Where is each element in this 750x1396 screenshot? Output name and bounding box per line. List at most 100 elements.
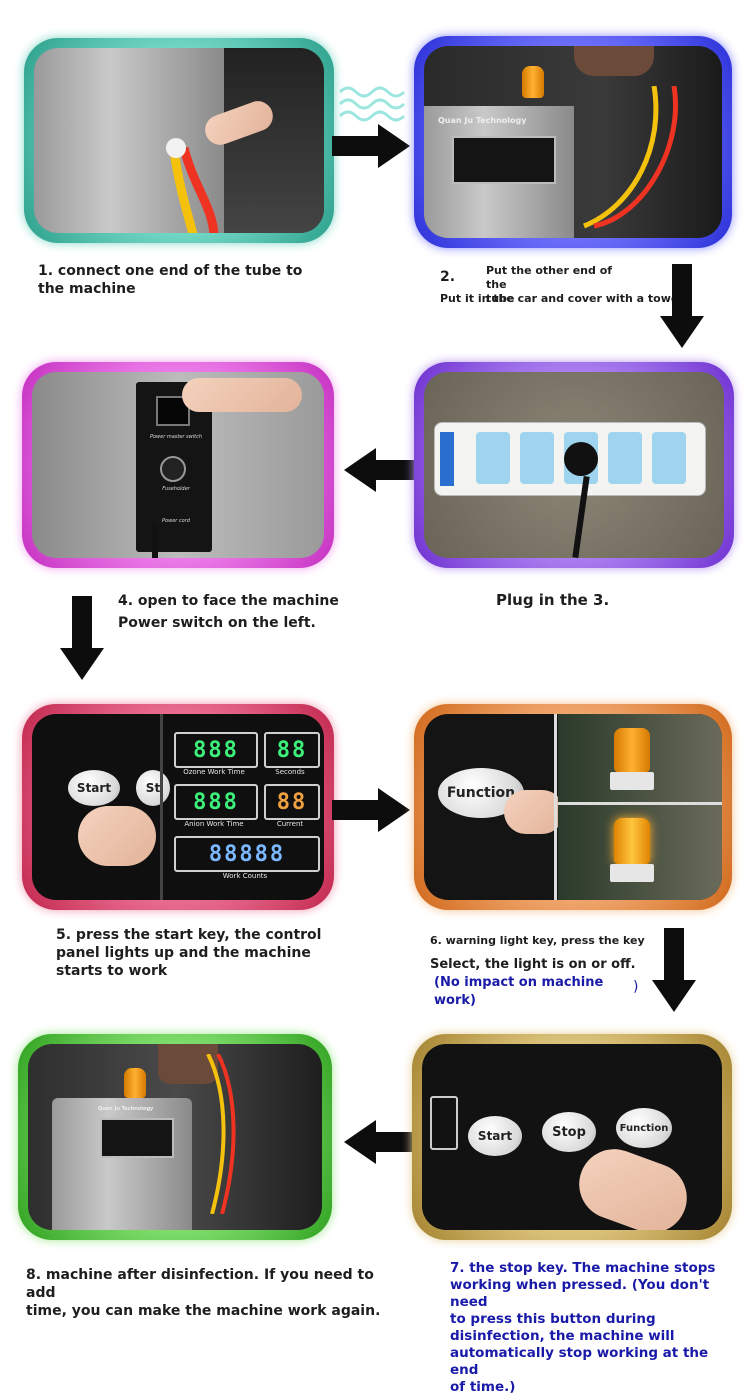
wave-icon xyxy=(338,86,406,122)
machine-side xyxy=(34,48,224,233)
step2-line2: tube xyxy=(486,292,515,305)
step7-line1: 7. the stop key. The machine stops xyxy=(450,1260,716,1276)
step7-line4: disinfection, the machine will xyxy=(450,1328,675,1344)
step8-caption: 8. machine after disinfection. If you ne… xyxy=(26,1266,406,1320)
step6-line1: 6. warning light key, press the key xyxy=(430,934,645,947)
label-power-switch: Power master switch xyxy=(149,434,203,440)
arrow-right-icon xyxy=(332,124,410,168)
tubes xyxy=(166,138,219,233)
lamp-base xyxy=(610,864,654,882)
step7-caption: 7. the stop key. The machine stops worki… xyxy=(450,1260,740,1396)
step6-line2: Select, the light is on or off. xyxy=(430,957,636,972)
step4-photo: Power master switch Fuseholder Power cor… xyxy=(32,372,324,558)
step6-line4: work) xyxy=(434,993,476,1008)
ozone-display: 888 xyxy=(174,732,258,768)
ozone-label: Ozone Work Time xyxy=(183,768,245,776)
step3-caption: Plug in the 3. xyxy=(496,591,610,609)
towel xyxy=(574,46,654,76)
finger xyxy=(78,806,156,866)
step4-line2: Power switch on the left. xyxy=(118,615,316,631)
step2-photo-frame: Quan Ju Technology xyxy=(414,36,732,248)
function-key: Function xyxy=(438,768,524,818)
arrow-down-icon xyxy=(652,928,696,1012)
warning-lamp xyxy=(614,818,650,864)
step2-number: 2. xyxy=(440,269,456,285)
step5-caption: 5. press the start key, the control pane… xyxy=(56,926,336,980)
step8-photo: Quan Ju Technology xyxy=(28,1044,322,1230)
step6-line3: (No impact on machine xyxy=(434,975,604,990)
step7-line2: working when pressed. (You don't need xyxy=(450,1277,710,1310)
step6-note: (No impact on machine work) xyxy=(434,974,634,1010)
control-panel xyxy=(452,136,556,184)
step3-photo-frame xyxy=(414,362,734,568)
socket xyxy=(476,432,510,484)
lamp-base xyxy=(610,772,654,790)
anion-display: 888 xyxy=(174,784,258,820)
stop-key: Stop xyxy=(542,1112,596,1152)
step8-line2: time, you can make the machine work agai… xyxy=(26,1303,381,1319)
stop-key-partial: St xyxy=(136,770,170,806)
step4-line1: 4. open to face the machine xyxy=(118,593,339,609)
step6-paren: ) xyxy=(633,979,639,995)
step7-line5: automatically stop working at the end xyxy=(450,1345,709,1378)
warning-lamp xyxy=(522,66,544,98)
car-door xyxy=(224,48,324,233)
brand-label: Quan Ju Technology xyxy=(98,1106,154,1112)
divider xyxy=(554,714,557,900)
step8-line1: 8. machine after disinfection. If you ne… xyxy=(26,1267,374,1301)
brand-label: Quan Ju Technology xyxy=(438,116,527,125)
step6-photo: Function xyxy=(424,714,722,900)
step7-photo: Start Stop Function xyxy=(422,1044,722,1230)
arrow-right-icon xyxy=(332,788,410,832)
start-key: Start xyxy=(468,1116,522,1156)
counts-display: 88888 xyxy=(174,836,320,872)
arrow-down-icon xyxy=(660,264,704,348)
step7-line3: to press this button during xyxy=(450,1311,656,1327)
function-key: Function xyxy=(616,1108,672,1148)
step2-line3: Put it in the car and cover with a towel xyxy=(440,292,683,305)
socket xyxy=(652,432,686,484)
anion-label: Anion Work Time xyxy=(184,820,244,828)
socket xyxy=(608,432,642,484)
step1-caption: 1. connect one end of the tube to the ma… xyxy=(38,262,338,298)
step5-photo: Start St 888 Ozone Work Time 88 Seconds … xyxy=(32,714,324,900)
step2-line1: Put the other end of the xyxy=(486,264,613,291)
power-cord xyxy=(152,524,158,558)
step7-photo-frame: Start Stop Function xyxy=(412,1034,732,1240)
socket xyxy=(520,432,554,484)
step5-line3: starts to work xyxy=(56,963,168,979)
label-fuseholder: Fuseholder xyxy=(162,486,190,492)
step3-photo xyxy=(424,372,724,558)
digit-display xyxy=(430,1096,458,1150)
finger xyxy=(569,1139,697,1230)
step5-photo-frame: Start St 888 Ozone Work Time 88 Seconds … xyxy=(22,704,334,910)
arrow-down-icon xyxy=(60,596,104,680)
warning-lamp xyxy=(614,728,650,772)
step2-photo: Quan Ju Technology xyxy=(424,46,722,238)
tubes xyxy=(206,1054,236,1214)
step1-line1: 1. connect one end of the tube to xyxy=(38,263,303,279)
step1-photo-frame xyxy=(24,38,334,243)
step5-line2: panel lights up and the machine xyxy=(56,945,311,961)
arrow-left-icon xyxy=(344,448,422,492)
divider-h xyxy=(558,802,722,805)
step2-caption: Put the other end of the tube xyxy=(486,264,636,306)
start-key: Start xyxy=(68,770,120,806)
counts-label: Work Counts xyxy=(222,872,268,880)
hand xyxy=(182,378,302,412)
seconds-label: Seconds xyxy=(275,768,305,776)
fuse-holder xyxy=(160,456,186,482)
step5-line1: 5. press the start key, the control xyxy=(56,927,322,943)
step6-photo-frame: Function xyxy=(414,704,732,910)
strip-label xyxy=(440,432,454,486)
seconds-display: 88 xyxy=(264,732,320,768)
tubes xyxy=(583,86,678,229)
arrow-left-icon xyxy=(344,1120,422,1164)
towel xyxy=(158,1044,218,1084)
warning-lamp xyxy=(124,1068,146,1098)
step1-line2: the machine xyxy=(38,281,136,297)
control-panel xyxy=(100,1118,174,1158)
step8-photo-frame: Quan Ju Technology xyxy=(18,1034,332,1240)
current-display: 88 xyxy=(264,784,320,820)
plug xyxy=(564,442,598,476)
